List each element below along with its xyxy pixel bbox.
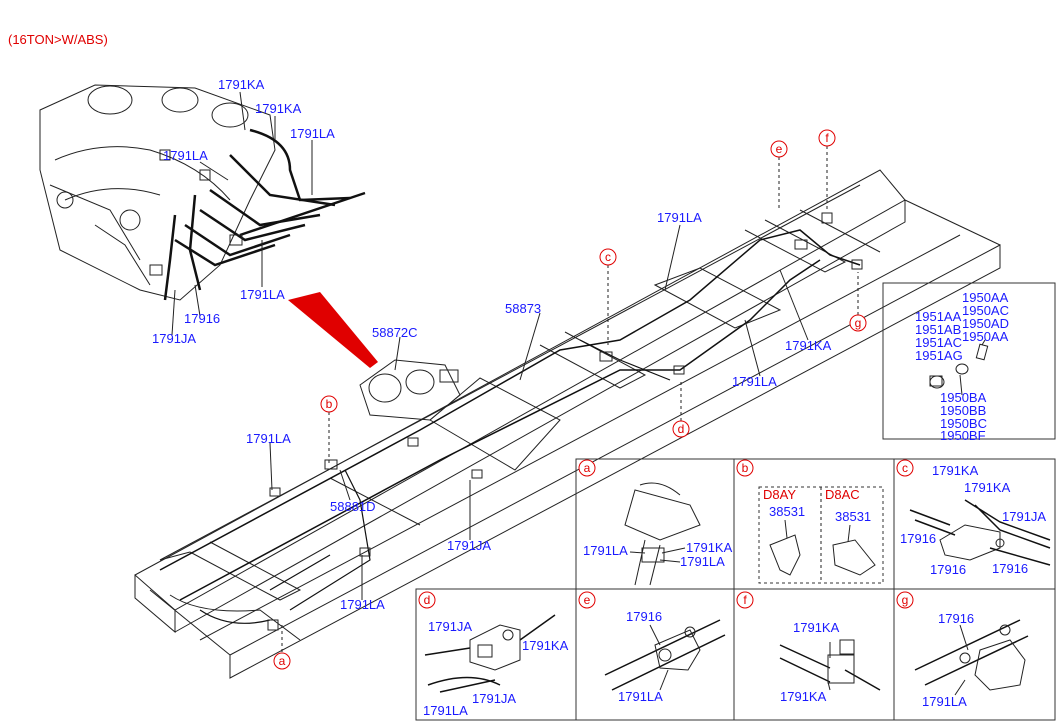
detail-panel-a: a 1791LA 1791KA 1791LA: [575, 458, 735, 590]
label-top-ja: 1791JA: [152, 331, 196, 346]
detail-b-part-1: 38531: [769, 504, 805, 519]
svg-text:e: e: [584, 593, 591, 607]
svg-text:c: c: [902, 461, 908, 475]
svg-text:g: g: [902, 593, 909, 607]
label-58873: 58873: [505, 301, 541, 316]
main-leaders: [269, 146, 859, 652]
detail-g-label-2: 1791LA: [922, 694, 967, 709]
detail-c-label-1: 1791KA: [932, 463, 979, 478]
detail-f-label-2: 1791KA: [780, 689, 827, 704]
label-mid-ka-right: 1791KA: [785, 338, 832, 353]
label-bottom-la: 1791LA: [340, 597, 385, 612]
callout-d[interactable]: d: [672, 420, 690, 438]
detail-a-label-1: 1791LA: [583, 543, 628, 558]
svg-text:f: f: [825, 131, 829, 145]
detail-c-label-6: 17916: [992, 561, 1028, 576]
detail-a-label-2: 1791KA: [686, 540, 733, 555]
part-1951ag: 1951AG: [915, 348, 963, 363]
svg-text:g: g: [855, 316, 862, 330]
relay-valve-58872c: [359, 359, 461, 421]
detail-c-label-5: 17916: [930, 562, 966, 577]
callout-b[interactable]: b: [320, 395, 338, 413]
label-58872c: 58872C: [372, 325, 418, 340]
callout-f[interactable]: f: [818, 129, 836, 147]
part-1951ab: 1951AB: [915, 322, 961, 337]
svg-text:e: e: [776, 142, 783, 156]
detail-panel-g: g 17916 1791LA: [893, 588, 1056, 721]
detail-b-code-1: D8AY: [763, 487, 796, 502]
label-left-la: 1791LA: [246, 431, 291, 446]
detail-c-label-2: 1791KA: [964, 480, 1011, 495]
detail-panel-f: f 1791KA 1791KA: [733, 588, 895, 721]
label-top-ka2: 1791KA: [255, 101, 302, 116]
part-1951ac: 1951AC: [915, 335, 962, 350]
detail-e-label-2: 1791LA: [618, 689, 663, 704]
detail-d-label-2: 1791KA: [522, 638, 569, 653]
detail-c-label-4: 17916: [900, 531, 936, 546]
diagram-title: (16TON>W/ABS): [8, 32, 108, 47]
label-top-ka1: 1791KA: [218, 77, 265, 92]
part-1950ba: 1950BA: [940, 390, 987, 405]
svg-text:a: a: [279, 654, 286, 668]
part-1950ac: 1950AC: [962, 303, 1009, 318]
detail-b-part-2: 38531: [835, 509, 871, 524]
frame-fittings: [267, 212, 863, 631]
label-top-la2: 1791LA: [163, 148, 208, 163]
detail-panel-d: d 1791JA 1791KA 1791JA 1791LA: [415, 588, 577, 721]
svg-text:b: b: [742, 461, 749, 475]
detail-panel-e: e 17916 1791LA: [575, 588, 735, 721]
detail-b-code-2: D8AC: [825, 487, 860, 502]
svg-text:d: d: [424, 593, 431, 607]
chassis-frame: [134, 169, 1001, 679]
svg-text:a: a: [584, 461, 591, 475]
detail-d-label-1: 1791JA: [428, 619, 472, 634]
air-tank-assembly: [39, 84, 366, 301]
label-top-la1: 1791LA: [290, 126, 335, 141]
detail-d-label-4: 1791LA: [423, 703, 468, 718]
label-top-17916: 17916: [184, 311, 220, 326]
label-mid-la-top: 1791LA: [657, 210, 702, 225]
detail-g-label-1: 17916: [938, 611, 974, 626]
part-1950ad: 1950AD: [962, 316, 1009, 331]
fittings-parts-box: 1950AA 1950AC 1950AD 1950AA 1951AA 1951A…: [882, 282, 1056, 443]
label-top-la3: 1791LA: [240, 287, 285, 302]
label-mid-la-right: 1791LA: [732, 374, 777, 389]
part-1950bc: 1950BC: [940, 416, 987, 431]
detail-d-label-3: 1791JA: [472, 691, 516, 706]
detail-c-label-3: 1791JA: [1002, 509, 1046, 524]
detail-f-label-1: 1791KA: [793, 620, 840, 635]
svg-text:f: f: [743, 593, 747, 607]
svg-text:c: c: [605, 250, 611, 264]
part-1950aa-2: 1950AA: [962, 329, 1009, 344]
detail-e-label-1: 17916: [626, 609, 662, 624]
callout-a[interactable]: a: [273, 652, 291, 670]
part-1951aa: 1951AA: [915, 309, 962, 324]
detail-panel-c: c 1791KA 1791KA 1791JA 17916 17916 17916: [893, 458, 1056, 590]
svg-text:b: b: [326, 397, 333, 411]
callout-c[interactable]: c: [599, 248, 617, 266]
callout-e[interactable]: e: [770, 140, 788, 158]
part-1950bf: 1950BF: [940, 428, 986, 443]
callout-g[interactable]: g: [849, 314, 867, 332]
svg-text:d: d: [678, 422, 685, 436]
part-1950aa-1: 1950AA: [962, 290, 1009, 305]
part-1950bb: 1950BB: [940, 403, 986, 418]
label-58881d: 58881D: [330, 499, 376, 514]
top-leaders: [171, 91, 313, 336]
label-center-ja: 1791JA: [447, 538, 491, 553]
detail-panel-b: b D8AY D8AC 38531 38531: [733, 458, 895, 590]
brake-lines: [159, 229, 861, 624]
detail-a-label-3: 1791LA: [680, 554, 725, 569]
detail-pointer-arrow: [288, 292, 378, 368]
